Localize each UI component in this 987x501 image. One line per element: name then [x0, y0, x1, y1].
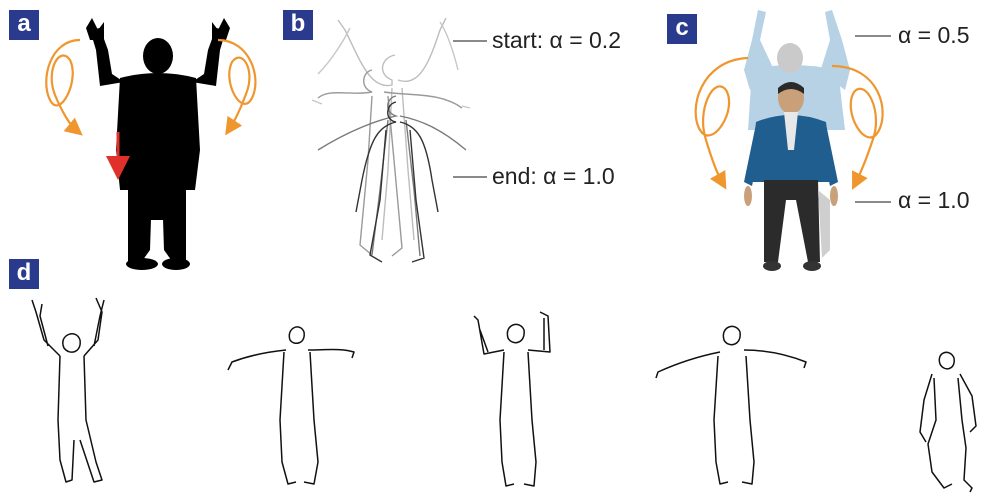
pose-2-arms-spread	[227, 326, 355, 485]
panel-d-pose-outlines	[31, 297, 977, 493]
panel-label-a: a	[9, 10, 39, 40]
panel-label-d: d	[9, 259, 39, 289]
pose-3-arms-raised-bent	[473, 311, 551, 487]
panel-label-b: b	[283, 10, 313, 40]
panel-a-silhouette	[86, 18, 230, 270]
panel-label-c: c	[667, 14, 697, 44]
alpha-full-leader-line	[855, 201, 891, 203]
start-alpha-label: start: α = 0.2	[492, 27, 621, 53]
end-leader-line	[453, 176, 487, 178]
orange-swirl-arrow-left	[45, 38, 83, 136]
alpha-full-label: α = 1.0	[898, 187, 970, 213]
pose-1-arms-raised	[31, 297, 105, 483]
panel-b-outline-overlay	[311, 17, 471, 263]
pose-5-crouched	[919, 351, 977, 493]
alpha-half-leader-line	[855, 35, 891, 37]
alpha-half-label: α = 0.5	[898, 22, 970, 48]
start-leader-line	[453, 40, 487, 42]
pose-4-t-pose	[655, 325, 807, 485]
orange-swirl-arrow-c-right	[831, 64, 884, 190]
end-alpha-label: end: α = 1.0	[492, 163, 615, 189]
orange-swirl-arrow-c-left	[694, 56, 749, 190]
panel-c-figure	[744, 10, 850, 271]
orange-swirl-arrow-right	[217, 38, 257, 136]
